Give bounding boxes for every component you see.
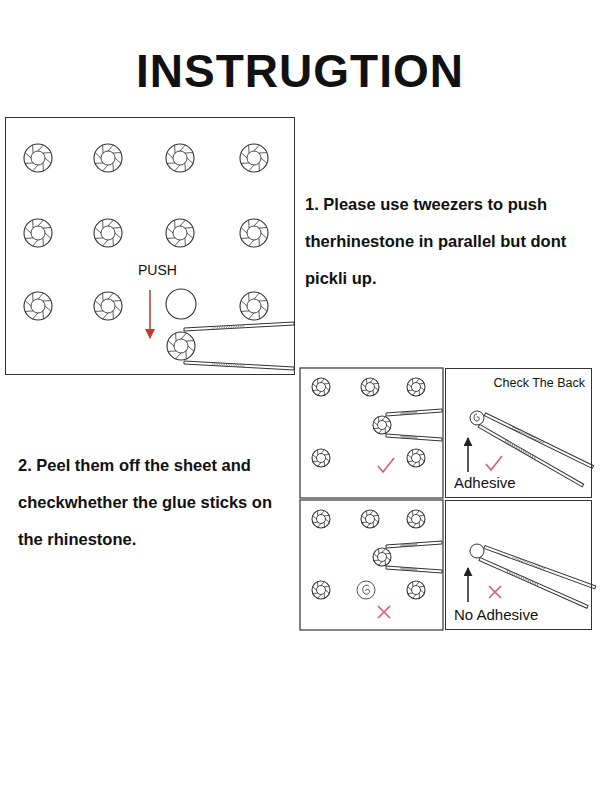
push-label: PUSH xyxy=(138,262,177,278)
rhinestone xyxy=(312,378,330,396)
rhinestone xyxy=(407,510,425,528)
rhinestone xyxy=(240,219,268,247)
check-mark xyxy=(486,456,502,470)
rhinestone xyxy=(407,581,425,599)
rhinestone xyxy=(24,144,52,172)
step-panel xyxy=(300,368,443,498)
tweezers xyxy=(386,541,442,573)
rhinestone xyxy=(94,219,122,247)
rhinestone xyxy=(373,416,391,434)
empty-spot xyxy=(166,289,196,319)
glue-spot xyxy=(357,581,375,599)
illustration-panel: No Adhesive xyxy=(445,500,592,630)
instruction-text: 2. Peel them off the sheet and checkwhet… xyxy=(18,447,300,558)
pointer-arrow xyxy=(467,438,469,472)
check-mark xyxy=(378,458,394,472)
tweezers xyxy=(386,409,442,441)
cross-mark xyxy=(489,586,501,598)
illustration-panel: PUSH xyxy=(5,117,295,375)
rhinestone xyxy=(312,581,330,599)
panel-label: No Adhesive xyxy=(454,606,538,623)
rhinestone xyxy=(240,292,268,320)
rhinestone xyxy=(94,292,122,320)
rhinestone xyxy=(240,144,268,172)
rhinestone xyxy=(167,332,195,360)
adhesive xyxy=(474,414,479,421)
rhinestone xyxy=(407,449,425,467)
rhinestone xyxy=(24,219,52,247)
push-arrow xyxy=(149,290,151,338)
rhinestone xyxy=(312,449,330,467)
tweezers xyxy=(184,322,294,370)
rhinestone xyxy=(24,292,52,320)
panel-label: Check The Back xyxy=(494,376,585,390)
pointer-arrow xyxy=(467,568,469,602)
rhinestone xyxy=(361,378,379,396)
rhinestone xyxy=(361,510,379,528)
illustration-panel: Check The BackAdhesive xyxy=(445,368,592,498)
rhinestone xyxy=(407,378,425,396)
rhinestone xyxy=(166,219,194,247)
glue-swirl xyxy=(363,585,370,594)
rhinestone xyxy=(373,548,391,566)
rhinestone xyxy=(94,144,122,172)
tweezers xyxy=(478,542,596,608)
cross-mark xyxy=(378,606,390,618)
instruction-text: 1. Please use tweezers to push therhines… xyxy=(305,186,597,297)
step-panel xyxy=(300,500,443,630)
panel-label: Adhesive xyxy=(454,474,516,491)
rhinestone xyxy=(166,144,194,172)
rhinestone xyxy=(312,510,330,528)
title: INSTRUGTION xyxy=(0,44,600,98)
